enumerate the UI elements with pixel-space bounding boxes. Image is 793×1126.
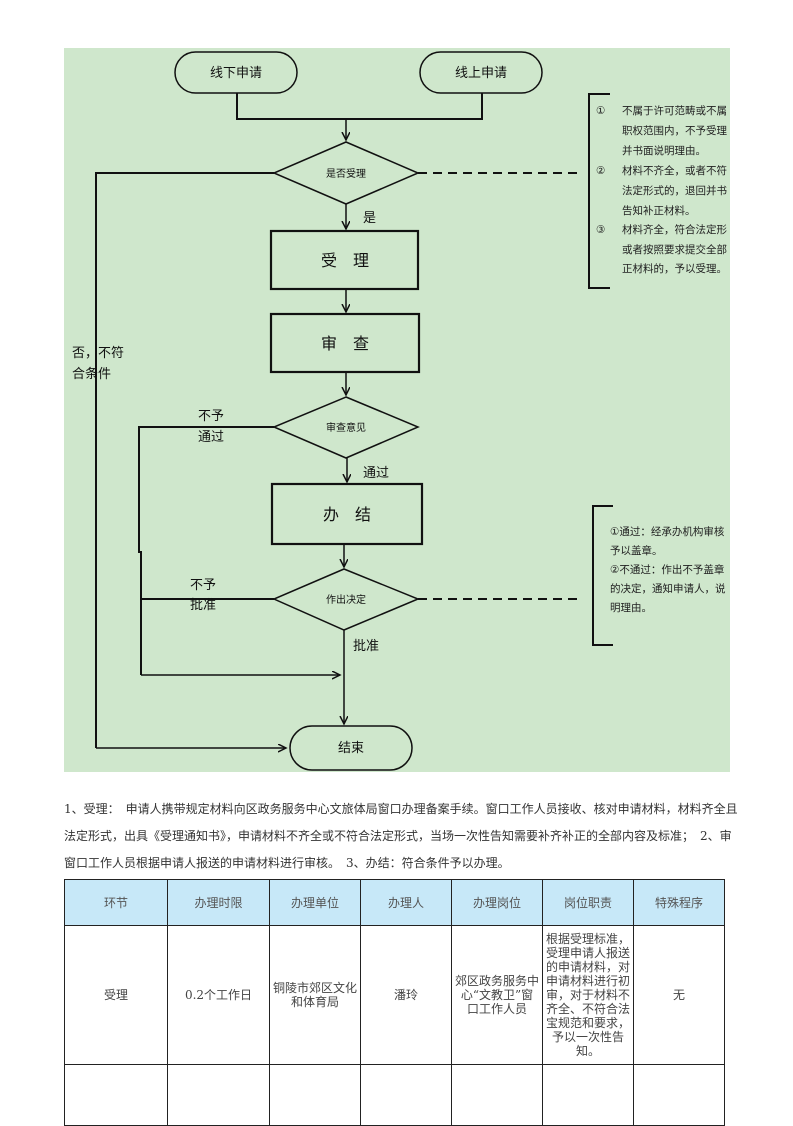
paragraph-line: 法定形式，出具《受理通知书》，申请材料不齐全或不符合法定形式，当场一次性告知需要… — [64, 829, 732, 843]
decision-make-node: 作出决定 — [272, 568, 420, 631]
decision-review-label: 审查意见 — [326, 421, 366, 434]
label-not-approve-line2: 批准 — [190, 598, 216, 613]
note-accept-marker-3: ③ — [596, 224, 605, 236]
note-decision: ①通过：经承办机构审核 予以盖章。 ②不通过：作出不予盖章 的决定，通知申请人，… — [592, 505, 726, 646]
note-decision-line: 的决定，通知申请人，说 — [610, 582, 726, 595]
note-accept-line: 或者按照要求提交全部 — [622, 243, 727, 256]
note-accept-marker-2: ② — [596, 165, 605, 177]
label-yes: 是 — [363, 211, 376, 226]
column-header: 环节 — [64, 879, 168, 926]
end-node: 结束 — [289, 725, 413, 771]
paragraph-line: 1、受理： 申请人携带规定材料向区政务服务中心文旅体局窗口办理备案手续。窗口工作… — [64, 802, 738, 816]
column-header: 办理单位 — [269, 879, 361, 926]
column-header: 特殊程序 — [633, 879, 725, 926]
note-decision-line: ①通过：经承办机构审核 — [610, 525, 725, 538]
decision-make-label: 作出决定 — [326, 593, 366, 606]
note-accept-line: 不属于许可范畴或不属 — [622, 104, 727, 117]
page-clip — [730, 40, 793, 780]
label-approve: 批准 — [353, 639, 379, 654]
cell-duty — [542, 1064, 634, 1126]
step-accept-node: 受 理 — [269, 229, 420, 291]
cell-handler: 潘玲 — [360, 925, 452, 1065]
label-not-pass-line1: 不予 — [198, 409, 224, 424]
cell-unit — [269, 1064, 361, 1126]
step-accept-label: 受 理 — [321, 251, 369, 270]
note-accept: ① 不属于许可范畴或不属 职权范围内，不予受理 并书面说明理由。 ② 材料不齐全… — [588, 93, 727, 289]
cell-time-limit: 0.2个工作日 — [167, 925, 270, 1065]
note-accept-line: 法定形式的，退回并书 — [622, 184, 727, 197]
cell-stage: 受理 — [64, 925, 168, 1065]
label-not-approve-line1: 不予 — [190, 578, 216, 593]
note-accept-line: 材料不齐全，或者不符 — [622, 164, 727, 177]
end-label: 结束 — [338, 741, 364, 756]
note-accept-line: 职权范围内，不予受理 — [622, 124, 727, 137]
label-no-line1: 否，不符 — [72, 345, 124, 361]
decision-accept-node: 是否受理 — [272, 141, 420, 205]
table-header-row: 环节 办理时限 办理单位 办理人 办理岗位 岗位职责 特殊程序 — [64, 879, 725, 926]
note-decision-line: 予以盖章。 — [610, 544, 663, 557]
cell-time-limit — [167, 1064, 270, 1126]
cell-duty: 根据受理标准，受理申请人报送的申请材料，对申请材料进行初审，对于材料不齐全、不符… — [542, 925, 634, 1065]
label-no-line2: 合条件 — [72, 366, 111, 382]
paragraph-line: 窗口工作人员根据申请人报送的申请材料进行审核。 3、办结：符合条件予以办理。 — [64, 856, 510, 870]
procedure-description: 1、受理： 申请人携带规定材料向区政务服务中心文旅体局窗口办理备案手续。窗口工作… — [64, 796, 793, 877]
note-decision-line: ②不通过：作出不予盖章 — [610, 563, 724, 576]
connector-lines — [95, 93, 483, 748]
note-accept-line: 并书面说明理由。 — [622, 144, 706, 157]
column-header: 办理时限 — [167, 879, 270, 926]
flowchart-background — [64, 48, 730, 772]
cell-special — [633, 1064, 725, 1126]
column-header: 岗位职责 — [542, 879, 634, 926]
column-header: 办理岗位 — [451, 879, 543, 926]
step-review-node: 审 查 — [269, 312, 421, 374]
flowchart: 线下申请 线上申请 是否受理 是 否，不符 合条件 — [64, 48, 730, 772]
cell-special: 无 — [633, 925, 725, 1065]
cell-post: 郊区政务服务中心“文教卫”窗口工作人员 — [451, 925, 543, 1065]
procedure-table: 环节 办理时限 办理单位 办理人 办理岗位 岗位职责 特殊程序 受理 0.2个工… — [64, 879, 725, 1126]
column-header: 办理人 — [360, 879, 452, 926]
step-complete-node: 办 结 — [270, 482, 424, 546]
cell-handler — [360, 1064, 452, 1126]
start-online-label: 线上申请 — [455, 66, 507, 81]
start-offline-label: 线下申请 — [210, 66, 262, 81]
cell-unit: 铜陵市郊区文化和体育局 — [269, 925, 361, 1065]
note-accept-line: 正材料的，予以受理。 — [622, 262, 727, 275]
note-accept-line: 材料齐全，符合法定形 — [622, 223, 727, 236]
step-review-label: 审 查 — [321, 334, 369, 353]
note-accept-marker-1: ① — [596, 105, 605, 117]
note-accept-line: 告知补正材料。 — [622, 204, 696, 217]
label-not-pass-line2: 通过 — [198, 430, 224, 445]
step-complete-label: 办 结 — [323, 505, 371, 524]
table-row — [64, 1064, 725, 1126]
table-row: 受理 0.2个工作日 铜陵市郊区文化和体育局 潘玲 郊区政务服务中心“文教卫”窗… — [64, 925, 725, 1065]
note-decision-line: 明理由。 — [610, 601, 652, 614]
cell-post — [451, 1064, 543, 1126]
decision-review-node: 审查意见 — [272, 396, 420, 459]
decision-accept-label: 是否受理 — [326, 168, 366, 180]
label-pass: 通过 — [363, 466, 389, 481]
cell-stage — [64, 1064, 168, 1126]
